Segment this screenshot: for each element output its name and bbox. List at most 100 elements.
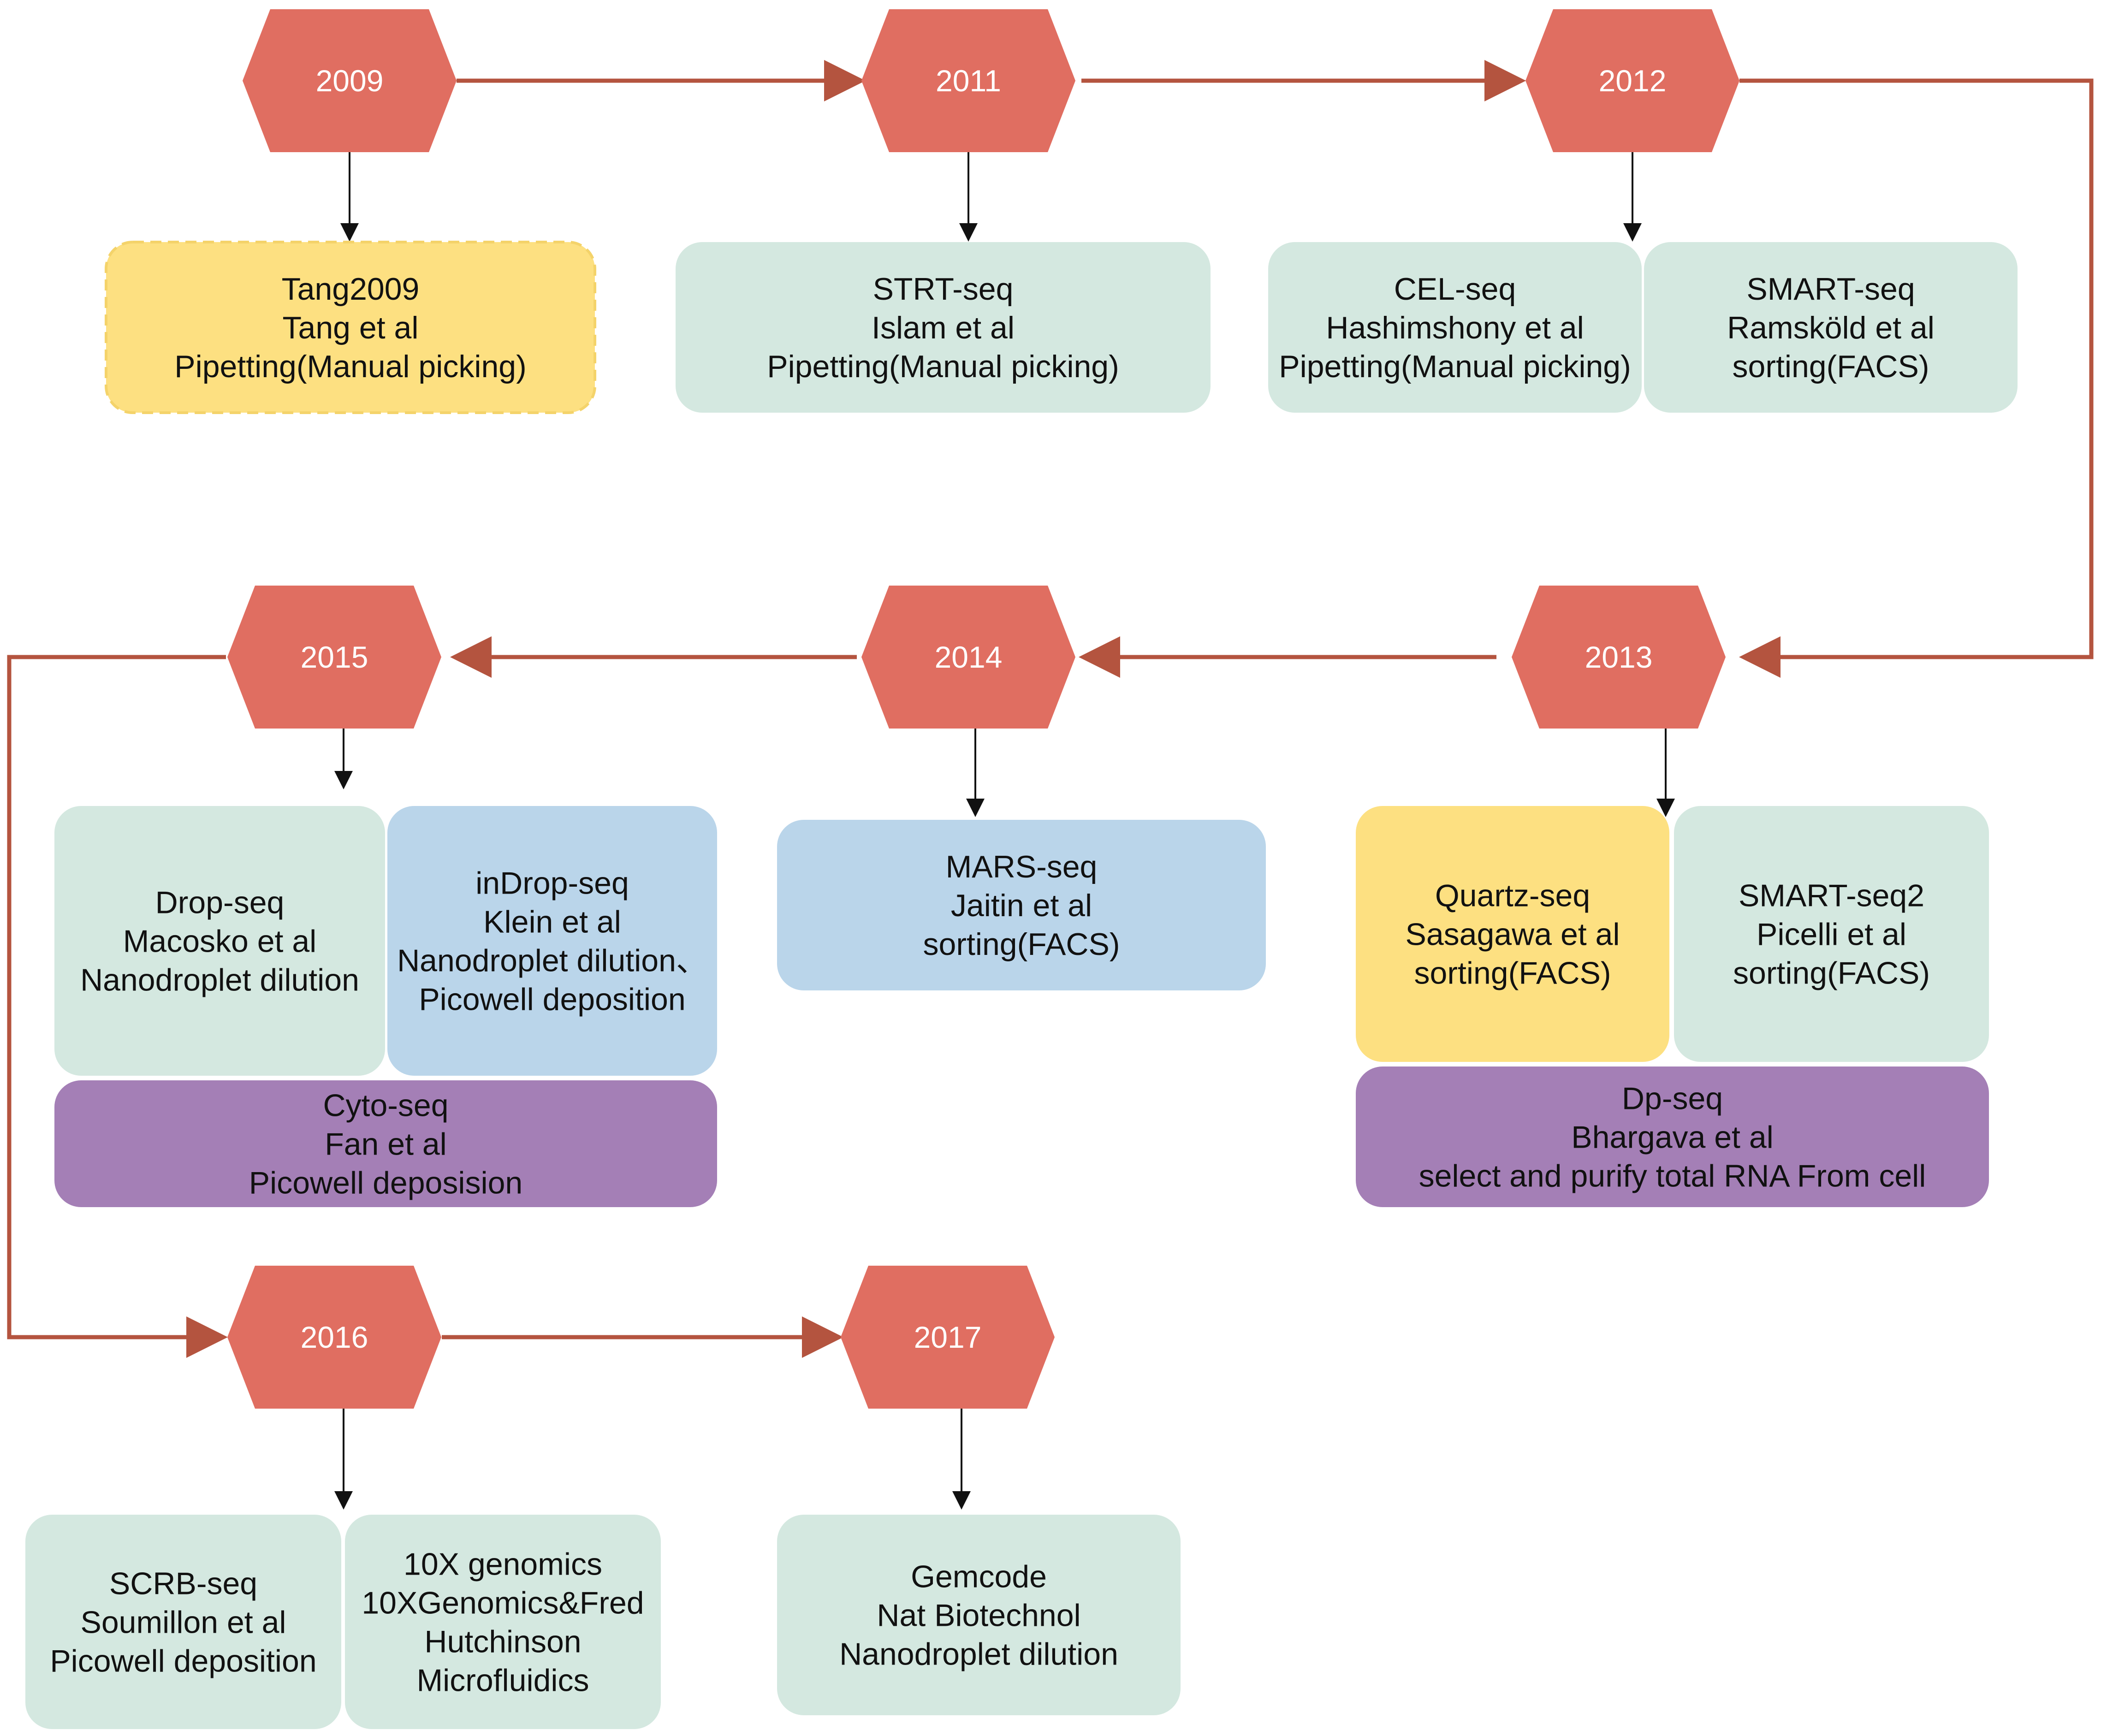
year-hexagon-2014: 2014 <box>861 586 1075 729</box>
method-line-2: Klein et al <box>483 905 621 940</box>
method-line-3: sorting(FACS) <box>1414 956 1611 991</box>
year-hexagon-2016: 2016 <box>227 1266 441 1409</box>
method-line-3: select and purify total RNA From cell <box>1419 1159 1926 1194</box>
method-line-2: 10XGenomics&Fred <box>362 1586 644 1621</box>
method-line-2: Islam et al <box>872 310 1015 345</box>
method-line-3: Hutchinson <box>424 1624 581 1659</box>
box-background <box>105 241 596 414</box>
method-line-1: SMART-seq <box>1746 272 1915 307</box>
method-line-3: sorting(FACS) <box>1733 956 1930 991</box>
year-hexagon-2011: 2011 <box>861 9 1075 152</box>
method-line-2: Jaitin et al <box>951 888 1092 923</box>
year-hexagon-2015: 2015 <box>227 586 441 729</box>
method-line-1: MARS-seq <box>946 849 1098 884</box>
hexagon-shape <box>861 9 1075 152</box>
method-line-2: Tang et al <box>283 310 419 345</box>
method-line-3: Nanodroplet dilution、 <box>397 943 707 978</box>
year-hexagon-2013: 2013 <box>1512 586 1726 729</box>
box-background <box>676 242 1211 413</box>
method-line-3: sorting(FACS) <box>923 927 1120 962</box>
method-line-1: Dp-seq <box>1622 1081 1723 1116</box>
hexagon-shape <box>861 586 1075 729</box>
method-box-10x-genomics: 10X genomics 10XGenomics&FredHutchinsonMi… <box>345 1515 661 1729</box>
box-background <box>1674 806 1989 1062</box>
method-line-2: Fan et al <box>325 1127 447 1162</box>
timeline-arrow-3 <box>1739 78 2094 678</box>
method-line-1: Quartz-seq <box>1435 878 1590 913</box>
connectors <box>7 60 2094 1510</box>
method-line-3: Picowell deposision <box>249 1166 522 1201</box>
method-line-2: Soumillon et al <box>80 1605 286 1640</box>
method-line-2: Picelli et al <box>1757 917 1906 952</box>
method-line-2: Nat Biotechnol <box>877 1598 1080 1633</box>
year-hexagon-2012: 2012 <box>1525 9 1739 152</box>
year-label: 2016 <box>301 1320 368 1354</box>
year-label: 2011 <box>936 64 1001 98</box>
year-label: 2013 <box>1585 640 1653 674</box>
method-line-1: 10X genomics <box>404 1547 602 1582</box>
method-line-3: Picowell deposition <box>50 1644 316 1679</box>
method-line-1: Drop-seq <box>155 885 285 920</box>
method-line-1: Gemcode <box>911 1559 1047 1594</box>
method-line-3: Pipetting(Manual picking) <box>1279 349 1631 384</box>
method-line-3: sorting(FACS) <box>1733 349 1929 384</box>
method-line-1: SMART-seq2 <box>1739 878 1924 913</box>
method-line-1: SCRB-seq <box>109 1566 257 1601</box>
year-hexagon-2017: 2017 <box>841 1266 1055 1409</box>
hexagon-shape <box>243 9 457 152</box>
box-background <box>777 1515 1181 1715</box>
box-background <box>777 820 1266 990</box>
box-background <box>1356 1066 1989 1207</box>
year-markers: 2009 2011 2012 2013 2014 2015 2016 2017 <box>227 9 1739 1409</box>
method-line-1: Cyto-seq <box>323 1088 448 1123</box>
method-line-2: Macosko et al <box>123 924 317 959</box>
year-label: 2009 <box>316 64 384 98</box>
year-label: 2015 <box>301 640 368 674</box>
hexagon-shape <box>1512 586 1726 729</box>
box-background <box>1268 242 1642 413</box>
box-background <box>1356 806 1669 1062</box>
box-background <box>54 1080 717 1207</box>
method-line-4: Picowell deposition <box>419 982 685 1017</box>
year-label: 2012 <box>1599 64 1667 98</box>
method-line-1: Tang2009 <box>282 272 420 307</box>
hexagon-shape <box>227 1266 441 1409</box>
method-line-3: Nanodroplet dilution <box>839 1637 1118 1672</box>
box-background <box>345 1515 661 1729</box>
method-line-3: Pipetting(Manual picking) <box>767 349 1119 384</box>
method-line-2: Sasagawa et al <box>1406 917 1620 952</box>
box-background <box>25 1515 341 1729</box>
method-line-3: Pipetting(Manual picking) <box>174 349 527 384</box>
method-line-2: Bhargava et al <box>1571 1120 1774 1155</box>
timeline-arrow-6 <box>7 655 228 1358</box>
hexagon-shape <box>227 586 441 729</box>
box-background <box>387 806 717 1076</box>
method-line-3: Nanodroplet dilution <box>80 963 359 998</box>
method-line-1: CEL-seq <box>1394 272 1516 307</box>
box-background <box>54 806 385 1076</box>
method-line-2: Hashimshony et al <box>1326 310 1584 345</box>
hexagon-shape <box>841 1266 1055 1409</box>
year-label: 2014 <box>935 640 1003 674</box>
hexagon-shape <box>1525 9 1739 152</box>
method-line-1: STRT-seq <box>873 272 1014 307</box>
year-hexagon-2009: 2009 <box>243 9 457 152</box>
year-label: 2017 <box>914 1320 982 1354</box>
method-line-2: Ramsköld et al <box>1727 310 1935 345</box>
method-line-4: Microfluidics <box>416 1663 589 1698</box>
method-line-1: inDrop-seq <box>475 866 629 901</box>
